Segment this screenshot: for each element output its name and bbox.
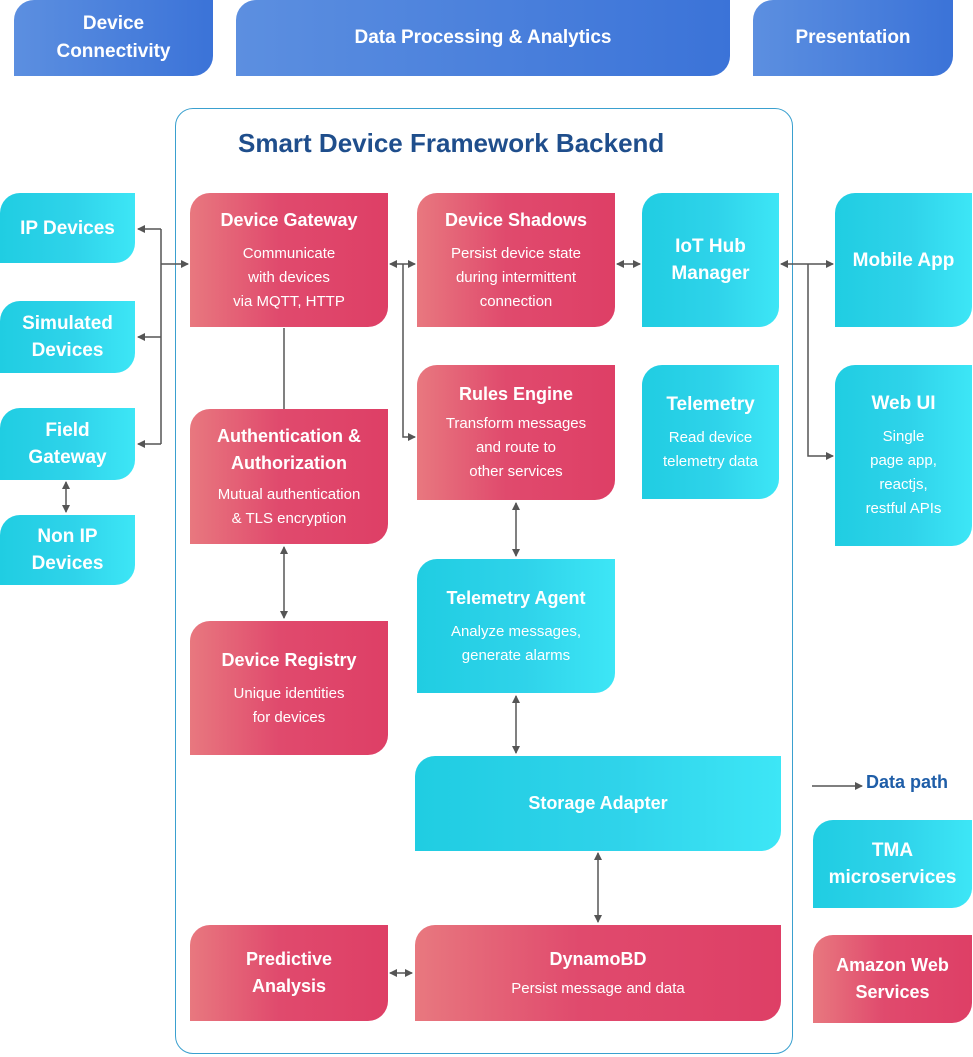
device-shadows-title: Device Shadows: [444, 209, 588, 230]
iot-hub-manager-title: Manager: [671, 263, 750, 284]
device-registry-desc: Unique identities for devices: [234, 682, 345, 730]
legend-aws-label: Services: [855, 982, 930, 1002]
link-to-rules: [402, 264, 416, 441]
rules-engine-desc: Transform messages and route to other se…: [446, 412, 586, 484]
device-shadows-desc: Persist device state during intermittent…: [451, 242, 581, 314]
device-shadows-box: Device Shadows Persist device state duri…: [417, 193, 615, 327]
legend-tma-label: microservices: [828, 867, 957, 888]
link-to-webui: [807, 264, 834, 460]
header-presentation: Presentation: [753, 0, 953, 76]
device-gateway-desc: Communicate with devices via MQTT, HTTP: [233, 242, 345, 314]
desc-line: Persist message and data: [511, 979, 685, 997]
header-line: Device: [82, 13, 145, 34]
desc-line: reactjs,: [879, 476, 928, 493]
simulated-devices-label: Simulated: [22, 313, 113, 334]
field-gateway-label: Field: [45, 420, 90, 441]
desc-line: Read device: [668, 428, 753, 446]
storage-adapter-box: Storage Adapter: [415, 756, 781, 851]
simulated-devices-label: Devices: [31, 340, 104, 361]
device-registry-box: Device Registry Unique identities for de…: [190, 621, 388, 755]
iot-hub-manager-title: IoT Hub: [675, 236, 746, 257]
non-ip-devices-label: Devices: [31, 553, 104, 574]
device-registry-title: Device Registry: [221, 649, 357, 670]
header-line: Connectivity: [56, 41, 171, 62]
web-ui-title: Web UI: [871, 393, 936, 414]
predictive-analysis-title: Predictive: [245, 949, 333, 969]
desc-line: & TLS encryption: [231, 509, 347, 527]
desc-line: Persist device state: [450, 244, 582, 262]
desc-line: and route to: [475, 439, 557, 456]
header-line: Presentation: [795, 27, 911, 48]
legend-aws-box: Amazon Web Services: [813, 935, 972, 1023]
storage-adapter-title: Storage Adapter: [528, 793, 668, 813]
ip-devices-box: IP Devices: [0, 193, 135, 263]
desc-line: for devices: [252, 708, 326, 726]
desc-line: with devices: [248, 268, 330, 286]
telemetry-agent-desc: Analyze messages, generate alarms: [451, 620, 581, 668]
desc-line: during intermittent: [455, 268, 577, 286]
telemetry-agent-box: Telemetry Agent Analyze messages, genera…: [417, 559, 615, 693]
non-ip-devices-box: Non IP Devices: [0, 515, 135, 585]
auth-desc: Mutual authentication & TLS encryption: [218, 483, 361, 531]
header-line: Data Processing & Analytics: [354, 27, 612, 48]
mobile-app-title: Mobile App: [852, 249, 955, 271]
desc-line: Communicate: [242, 244, 336, 262]
desc-line: Single: [882, 428, 925, 445]
web-ui-desc: Single page app, reactjs, restful APIs: [866, 425, 942, 521]
desc-line: restful APIs: [865, 500, 942, 517]
legend-aws-label: Amazon Web: [836, 955, 949, 975]
web-ui-box: Web UI Single page app, reactjs, restful…: [835, 365, 972, 546]
desc-line: page app,: [870, 452, 937, 469]
predictive-analysis-box: Predictive Analysis: [190, 925, 388, 1021]
rules-engine-box: Rules Engine Transform messages and rout…: [417, 365, 615, 500]
desc-line: Analyze messages,: [450, 622, 582, 640]
field-gateway-box: Field Gateway: [0, 408, 135, 480]
header-device-connectivity: Device Connectivity: [14, 0, 213, 76]
desc-line: telemetry data: [662, 452, 759, 470]
non-ip-devices-label: Non IP: [37, 526, 98, 547]
auth-box: Authentication & Authorization Mutual au…: [190, 409, 388, 544]
legend-data-path: Data path: [866, 772, 949, 792]
dynamobd-desc: Persist message and data: [511, 977, 684, 1001]
dynamobd-box: DynamoBD Persist message and data: [415, 925, 781, 1021]
framework-title: Smart Device Framework Backend: [238, 128, 665, 158]
simulated-devices-box: Simulated Devices: [0, 301, 135, 373]
ip-devices-label: IP Devices: [20, 217, 115, 239]
auth-title: Authentication &: [217, 425, 361, 446]
desc-line: connection: [479, 292, 553, 310]
legend-tma-box: TMA microservices: [813, 820, 972, 908]
mobile-app-box: Mobile App: [835, 193, 972, 327]
device-gateway-title: Device Gateway: [220, 209, 358, 230]
rules-engine-title: Rules Engine: [458, 384, 574, 404]
framework-frame: [175, 108, 793, 1054]
desc-line: generate alarms: [461, 646, 571, 664]
desc-line: Transform messages: [445, 415, 587, 432]
telemetry-box: Telemetry Read device telemetry data: [642, 365, 779, 499]
field-gateway-label: Gateway: [28, 447, 107, 468]
desc-line: via MQTT, HTTP: [233, 292, 345, 310]
legend-tma-label: TMA: [871, 840, 914, 861]
desc-line: Mutual authentication: [217, 485, 361, 503]
device-gateway-box: Device Gateway Communicate with devices …: [190, 193, 388, 327]
dynamobd-title: DynamoBD: [549, 948, 647, 969]
desc-line: Unique identities: [233, 684, 345, 702]
predictive-analysis-title: Analysis: [251, 976, 327, 996]
auth-title: Authorization: [231, 452, 347, 473]
header-data-processing: Data Processing & Analytics: [236, 0, 730, 76]
desc-line: other services: [469, 463, 563, 480]
iot-hub-manager-box: IoT Hub Manager: [642, 193, 779, 327]
telemetry-title: Telemetry: [666, 393, 755, 415]
telemetry-agent-title: Telemetry Agent: [446, 587, 586, 608]
telemetry-desc: Read device telemetry data: [663, 426, 758, 474]
